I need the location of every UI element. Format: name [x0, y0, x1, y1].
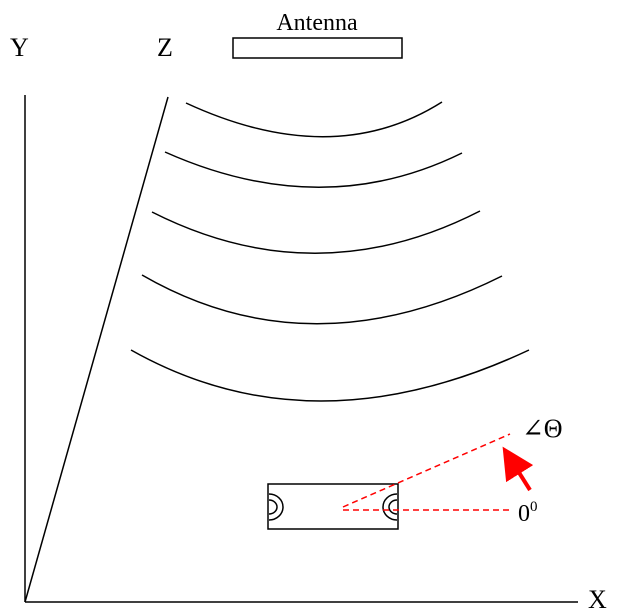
x-axis-label: X — [588, 585, 607, 612]
angle-ray-line — [342, 433, 511, 508]
tag-left-coil-inner — [268, 499, 278, 515]
wavefront — [141, 274, 503, 325]
wavefront — [130, 349, 530, 402]
angle-label: ∠Θ — [522, 414, 563, 443]
antenna-box — [232, 37, 403, 59]
wavefront — [151, 210, 481, 254]
antenna-label: Antenna — [276, 10, 358, 36]
tag-right-coil-inner — [388, 499, 398, 515]
wavefront — [185, 101, 443, 138]
y-axis-label: Y — [10, 33, 29, 62]
zero-degree-base: 0 — [518, 501, 530, 527]
zero-degree-label: 00 — [518, 499, 538, 527]
tag-right-coil — [382, 493, 398, 521]
wavefronts — [130, 101, 530, 402]
z-axis-label: Z — [157, 33, 173, 62]
tag-device — [267, 483, 399, 530]
wavefront — [164, 151, 463, 188]
tag-left-coil — [268, 493, 284, 521]
tag-box — [267, 483, 399, 530]
zero-degree-superscript: 0 — [530, 499, 538, 515]
z-axis-line — [24, 96, 169, 603]
angle-arrow — [502, 446, 534, 492]
